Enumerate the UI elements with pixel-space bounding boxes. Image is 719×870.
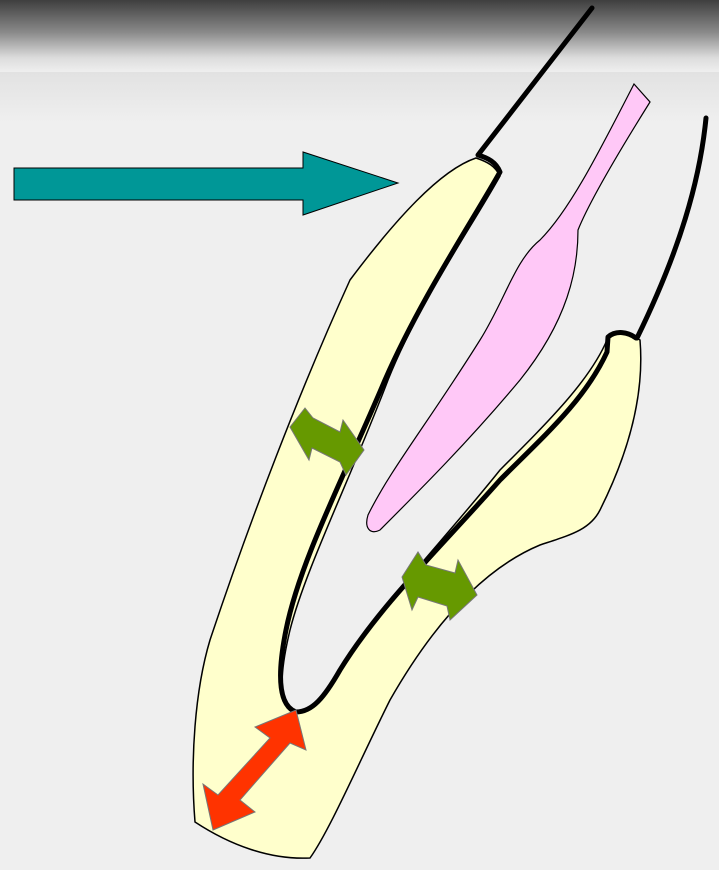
canal-wall-right (637, 118, 706, 338)
arrow-right-icon (14, 152, 398, 215)
header-fade (0, 72, 719, 122)
header-band (0, 0, 719, 72)
